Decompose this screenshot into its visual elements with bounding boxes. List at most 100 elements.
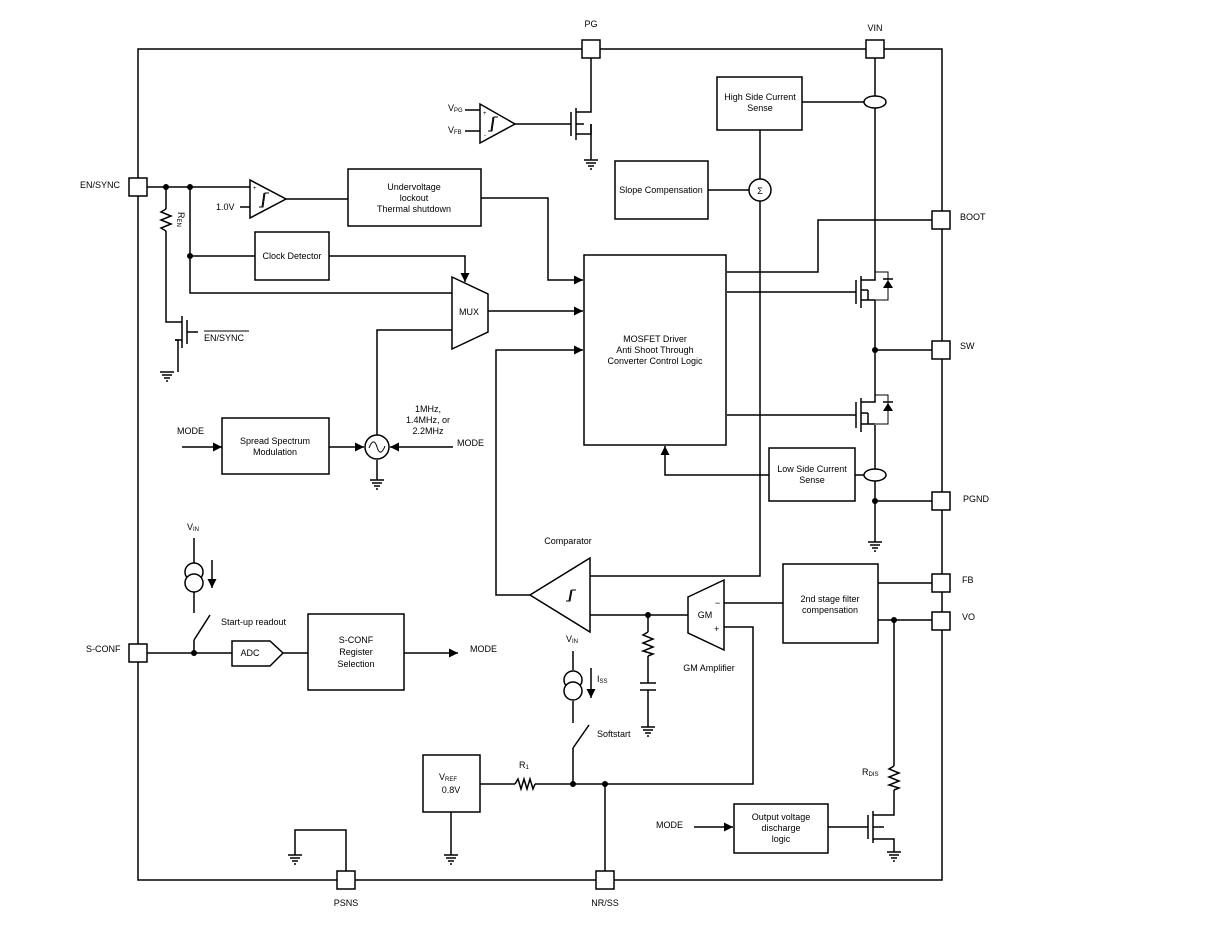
pin-pgnd	[931, 491, 951, 511]
pg-mosfet	[565, 98, 592, 140]
pg-comparator: + - VPG VFB	[448, 102, 517, 145]
iss-label: ISS	[597, 674, 608, 685]
rdis-resistor	[886, 765, 902, 791]
en-sync-bar-label: EN/SYNC	[204, 333, 245, 343]
sigma-symbol: Σ	[757, 186, 763, 196]
softstart-current-source: VIN ISS	[563, 634, 608, 701]
low-side-cs-line1: Low Side Current	[777, 464, 847, 474]
sconf-reg-line1: S-CONF	[339, 635, 374, 645]
slope-comp-label: Slope Compensation	[619, 185, 703, 195]
pg-comparator-minus: -	[484, 133, 486, 139]
sconf-reg-line2: Register	[339, 647, 373, 657]
pin-vo-label: VO	[962, 612, 975, 622]
pin-pg	[581, 39, 601, 59]
gm-minus: −	[715, 598, 720, 608]
clock-detector-label: Clock Detector	[262, 251, 321, 261]
freq-line2: 1.4MHz, or	[406, 415, 450, 425]
startup-current-source: VIN	[184, 522, 217, 593]
en-mosfet: EN/SYNC	[175, 316, 249, 348]
sconf-reg-line3: Selection	[337, 659, 374, 669]
comparator-caption: Comparator	[544, 536, 592, 546]
mux-label: MUX	[459, 307, 479, 317]
pin-en-sync	[128, 177, 148, 197]
pin-boot	[931, 210, 951, 230]
mux-block: MUX	[451, 275, 489, 351]
spread-spectrum-line1: Spread Spectrum	[240, 436, 310, 446]
chip-boundary	[137, 48, 943, 881]
vref-value: 0.8V	[442, 785, 461, 795]
freq-line3: 2.2MHz	[412, 426, 444, 436]
pins: PG VIN EN/SYNC BOOT SW PGND FB VO S-CONF…	[80, 19, 990, 908]
pin-sw	[931, 340, 951, 360]
gm-plus: +	[714, 624, 719, 634]
en-comparator-plus: +	[253, 186, 257, 192]
pin-psns	[336, 870, 356, 890]
mode-discharge-label: MODE	[656, 820, 683, 830]
low-side-current-sense-block: Low Side Current Sense	[768, 447, 856, 502]
one-volt-ref: 1.0V	[216, 202, 235, 212]
discharge-line3: logic	[772, 834, 791, 844]
pin-s-conf	[128, 643, 148, 663]
uvlo-block: Undervoltage lockout Thermal shutdown	[347, 168, 482, 227]
adc-label: ADC	[240, 648, 260, 658]
vin-left-label: VIN	[187, 522, 199, 533]
softstart-label: Softstart	[597, 729, 631, 739]
gm-label: GM	[698, 610, 713, 620]
vref-block: VREF 0.8V	[422, 754, 481, 813]
mode-oscillator-label: MODE	[457, 438, 484, 448]
second-stage-line1: 2nd stage filter	[800, 594, 859, 604]
second-stage-filter-block: 2nd stage filter compensation	[782, 563, 879, 644]
discharge-logic-block: Output voltage discharge logic	[733, 803, 829, 854]
vref-v: VREF	[439, 772, 457, 783]
uvlo-line3: Thermal shutdown	[377, 204, 451, 214]
low-side-mosfet	[850, 390, 893, 432]
r1-label: R1	[519, 760, 530, 771]
discharge-line2: discharge	[761, 823, 800, 833]
vin-ss-label: VIN	[566, 634, 578, 645]
pin-sw-label: SW	[960, 341, 975, 351]
high-side-cs-line2: Sense	[747, 103, 773, 113]
high-side-mosfet	[850, 265, 893, 308]
vpg-label: VPG	[448, 103, 463, 114]
slope-compensation-block: Slope Compensation	[614, 160, 709, 220]
mosfet-driver-block: MOSFET Driver Anti Shoot Through Convert…	[583, 254, 727, 446]
spread-spectrum-block: Spread Spectrum Modulation	[221, 417, 330, 475]
adc-block: ADC	[231, 640, 285, 667]
rc-capacitor	[640, 682, 656, 691]
high-side-cs-line1: High Side Current	[724, 92, 796, 102]
wires	[146, 58, 932, 872]
rc-resistor	[640, 631, 656, 657]
pwm-comparator: Comparator	[528, 536, 592, 634]
pin-fb	[931, 573, 951, 593]
clock-detector-block: Clock Detector	[254, 231, 330, 281]
pin-vin	[865, 39, 885, 59]
high-side-sense-coil	[863, 95, 887, 109]
startup-label: Start-up readout	[221, 617, 287, 627]
mosfet-driver-line3: Converter Control Logic	[607, 356, 703, 366]
summing-node: Σ	[748, 178, 772, 202]
mode-output-label: MODE	[470, 644, 497, 654]
discharge-line1: Output voltage	[752, 812, 811, 822]
sconf-register-block: S-CONF Register Selection	[307, 613, 405, 691]
discharge-mosfet	[862, 808, 895, 852]
en-comparator: + 1.0V	[216, 178, 288, 220]
pin-boot-label: BOOT	[960, 212, 986, 222]
pin-nr-ss	[595, 870, 615, 890]
ren-label: REN	[175, 212, 186, 227]
gm-amplifier: GM − + GM Amplifier	[683, 578, 735, 673]
startup-switch: Start-up readout	[193, 614, 287, 641]
high-side-current-sense-block: High Side Current Sense	[716, 76, 803, 131]
ground-symbols	[160, 159, 901, 865]
pin-vin-label: VIN	[867, 23, 882, 33]
r1-resistor	[514, 776, 536, 792]
pin-nr-ss-label: NR/SS	[591, 898, 619, 908]
pin-s-conf-label: S-CONF	[86, 644, 121, 654]
low-side-sense-coil	[863, 468, 887, 482]
mosfet-driver-line2: Anti Shoot Through	[616, 345, 693, 355]
softstart-switch: Softstart	[572, 724, 631, 749]
mosfet-driver-line1: MOSFET Driver	[623, 334, 687, 344]
freq-line1: 1MHz,	[415, 404, 441, 414]
pin-pgnd-label: PGND	[963, 494, 990, 504]
pin-en-sync-label: EN/SYNC	[80, 180, 121, 190]
